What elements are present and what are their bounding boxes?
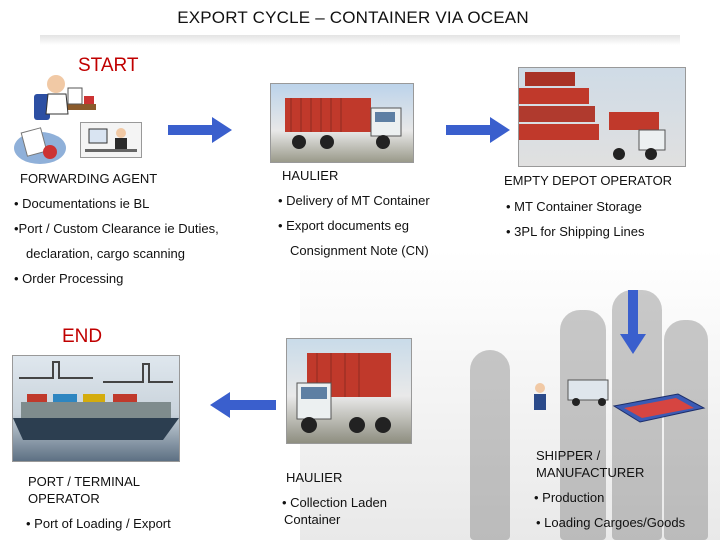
container-depot-photo: [518, 67, 686, 167]
haulier-bottom-heading: HAULIER: [286, 470, 343, 485]
warehouse-forklift-clipart: [528, 372, 708, 424]
haulier-top-bullet: • Delivery of MT Container: [278, 193, 430, 208]
container-truck-photo: [270, 83, 414, 163]
haulier-bottom-bullet: • Collection Laden: [282, 495, 388, 510]
person-silhouette: [470, 350, 510, 540]
flow-arrow-right: [446, 117, 510, 143]
title-underline: [40, 35, 680, 45]
end-label: END: [62, 326, 103, 347]
port-terminal-heading: OPERATOR: [28, 491, 100, 506]
flow-arrow-down: [620, 290, 646, 354]
shipper-heading: MANUFACTURER: [536, 465, 645, 480]
start-label: START: [78, 55, 139, 76]
container-truck-photo: [286, 338, 412, 444]
forwarding-agent-bullet: •Port / Custom Clearance ie Duties,: [14, 221, 219, 236]
port-terminal-bullet: • Port of Loading / Export: [26, 516, 171, 531]
haulier-top-bullet-cont: Consignment Note (CN): [290, 243, 429, 258]
office-worker-clipart: [28, 70, 98, 130]
haulier-top-heading: HAULIER: [282, 168, 339, 183]
flow-arrow-right: [168, 117, 232, 143]
forwarding-agent-bullet: • Documentations ie BL: [14, 196, 150, 211]
shipper-bullet: • Loading Cargoes/Goods: [536, 515, 686, 530]
page-title: EXPORT CYCLE – CONTAINER VIA OCEAN: [177, 8, 529, 27]
empty-depot-heading: EMPTY DEPOT OPERATOR: [504, 173, 673, 188]
person-silhouette: [664, 320, 708, 540]
computer-worker-clipart: [80, 122, 142, 158]
documents-clipart: [10, 122, 70, 168]
shipper-heading: SHIPPER /: [536, 448, 601, 463]
forwarding-agent-bullet: • Order Processing: [14, 271, 124, 286]
port-terminal-heading: PORT / TERMINAL: [28, 474, 140, 489]
person-silhouette: [560, 310, 606, 540]
empty-depot-bullet: • MT Container Storage: [506, 199, 642, 214]
empty-depot-bullet: • 3PL for Shipping Lines: [506, 224, 645, 239]
flow-arrow-left: [210, 392, 276, 418]
haulier-top-bullet: • Export documents eg: [278, 218, 410, 233]
forwarding-agent-bullet-cont: declaration, cargo scanning: [26, 246, 185, 261]
port-ship-photo: [12, 355, 180, 462]
forwarding-agent-heading: FORWARDING AGENT: [20, 171, 158, 186]
haulier-bottom-bullet-cont: Container: [284, 512, 341, 527]
shipper-bullet: • Production: [534, 490, 605, 505]
